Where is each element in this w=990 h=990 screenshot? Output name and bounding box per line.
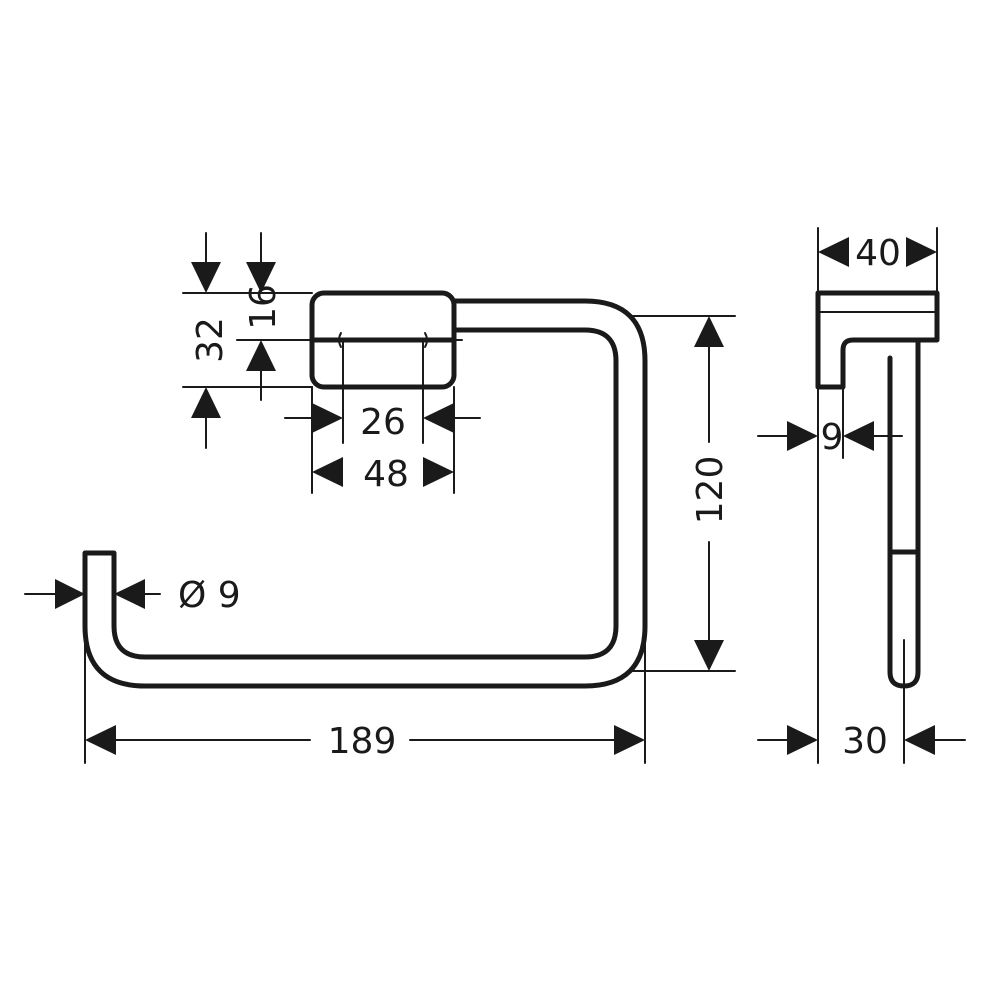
arrow-189-right	[614, 725, 645, 755]
arrow-40-left	[818, 237, 849, 267]
arrow-30-left	[787, 725, 818, 755]
arrow-26-right	[423, 403, 454, 433]
dim-26-label: 26	[360, 402, 406, 443]
dim-48-label: 48	[363, 454, 409, 495]
dim-189-label: 189	[328, 721, 397, 762]
arrow-48-left	[312, 457, 343, 487]
ring-outer-contour	[82, 298, 648, 689]
dim-thickness-9-label: 9	[821, 417, 844, 458]
arrow-32-bottom	[191, 387, 221, 418]
arrow-189-left	[85, 725, 116, 755]
arrow-dia9-right	[114, 579, 145, 609]
side-view	[815, 290, 940, 689]
arrow-9-left	[787, 421, 818, 451]
front-dimensions: 32 16 26 48 120 Ø 9	[24, 232, 736, 764]
side-mount-profile	[815, 290, 940, 390]
dim-120-label: 120	[690, 456, 731, 525]
arrow-26-left	[312, 403, 343, 433]
arrow-16-bottom	[246, 340, 276, 371]
arrow-32-top	[191, 262, 221, 293]
dim-30-label: 30	[842, 721, 888, 762]
dim-diameter-9-label: Ø 9	[178, 575, 241, 616]
arrow-120-top	[694, 316, 724, 347]
arrow-40-right	[906, 237, 937, 267]
arrow-9-right	[843, 421, 874, 451]
side-dimensions: 40 9 30	[757, 227, 966, 764]
arrow-120-bottom	[694, 640, 724, 671]
arrow-30-right	[904, 725, 935, 755]
side-ring-profile	[887, 337, 921, 689]
dim-32-label: 32	[190, 317, 231, 363]
arrow-48-right	[423, 457, 454, 487]
dim-40-label: 40	[855, 233, 901, 274]
dim-16-label: 16	[243, 284, 284, 330]
arrow-dia9-left	[55, 579, 85, 609]
arrow-16-top	[246, 262, 276, 293]
